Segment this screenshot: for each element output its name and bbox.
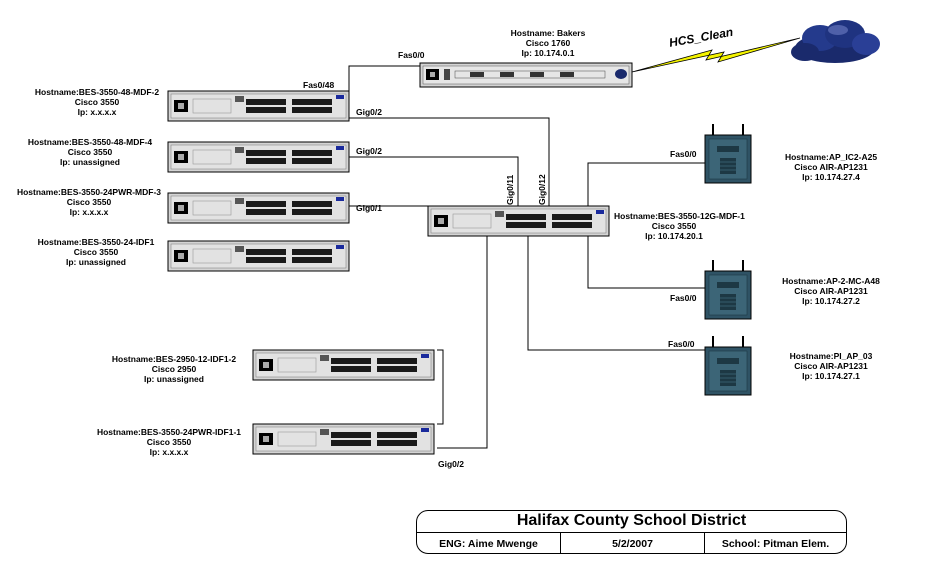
router-label: Hostname: Bakers Cisco 1760 Ip: 10.174.0… <box>508 28 588 58</box>
switch-idf12-label: Hostname:BES-2950-12-IDF1-2 Cisco 2950 I… <box>104 354 244 384</box>
port-mdf3-gig: Gig0/1 <box>356 203 382 213</box>
switch-hostname: Hostname:BES-3550-48-MDF-2 <box>34 87 160 97</box>
link-mdf2-router <box>348 65 428 91</box>
switch-idf11 <box>252 423 435 455</box>
port-core-gig12: Gig0/12 <box>537 174 547 205</box>
link-core-ap2 <box>587 220 705 289</box>
switch-hostname: Hostname:BES-3550-12G-MDF-1 <box>614 211 745 221</box>
switch-mdf2-label: Hostname:BES-3550-48-MDF-2 Cisco 3550 Ip… <box>32 87 162 117</box>
access-point-2 <box>704 259 752 320</box>
switch-mdf2 <box>167 90 350 122</box>
switch-model: Cisco 3550 <box>74 97 120 107</box>
ap3-label: Hostname:PI_AP_03 Cisco AIR-AP1231 Ip: 1… <box>776 351 886 381</box>
ap1-label: Hostname:AP_IC2-A25 Cisco AIR-AP1231 Ip:… <box>776 152 886 182</box>
switch-idf1 <box>167 240 350 272</box>
switch-mdf4-label: Hostname:BES-3550-48-MDF-4 Cisco 3550 Ip… <box>20 137 160 167</box>
switch-hostname: Hostname:BES-3550-48-MDF-4 <box>27 137 153 147</box>
port-ap1-fas: Fas0/0 <box>670 149 697 159</box>
switch-core-label: Hostname:BES-3550-12G-MDF-1 Cisco 3550 I… <box>614 211 745 241</box>
connection-lines <box>348 65 705 449</box>
wan-lightning-icon <box>631 37 801 73</box>
port-idf-gig: Gig0/2 <box>438 459 464 469</box>
switch-hostname: Hostname:BES-2950-12-IDF1-2 <box>111 354 237 364</box>
switch-hostname: Hostname:BES-3550-24PWR-MDF-3 <box>16 187 162 197</box>
port-mdf2-fas48: Fas0/48 <box>303 80 335 90</box>
link-core-idf11 <box>437 236 488 449</box>
ap-hostname: Hostname:AP-2-MC-A48 <box>782 276 880 286</box>
switch-ip: Ip: unassigned <box>144 374 204 384</box>
port-router-fas: Fas0/0 <box>398 50 425 60</box>
ap-model: Cisco AIR-AP1231 <box>794 162 868 172</box>
switch-model: Cisco 3550 <box>73 247 119 257</box>
cloud-icon <box>791 20 880 63</box>
port-mdf2-gig: Gig0/2 <box>356 107 382 117</box>
switch-idf1-label: Hostname:BES-3550-24-IDF1 Cisco 3550 Ip:… <box>30 237 162 267</box>
switch-idf12 <box>252 349 435 381</box>
switch-ip: Ip: x.x.x.x <box>69 207 109 217</box>
ap-ip: Ip: 10.174.27.1 <box>802 371 860 381</box>
switch-mdf4 <box>167 141 350 173</box>
switch-ip: Ip: x.x.x.x <box>149 447 189 457</box>
access-point-1 <box>704 123 752 184</box>
switch-model: Cisco 2950 <box>151 364 197 374</box>
ap-ip: Ip: 10.174.27.2 <box>802 296 860 306</box>
switch-model: Cisco 3550 <box>146 437 192 447</box>
access-point-3 <box>704 335 752 396</box>
ap-hostname: Hostname:PI_AP_03 <box>789 351 873 361</box>
switch-hostname: Hostname:BES-3550-24-IDF1 <box>37 237 155 247</box>
switch-core <box>427 205 610 237</box>
switch-ip: Ip: x.x.x.x <box>77 107 117 117</box>
router-device <box>419 62 633 88</box>
switch-model: Cisco 3550 <box>67 147 113 157</box>
switch-model: Cisco 3550 <box>66 197 112 207</box>
switch-model: Cisco 3550 <box>651 221 697 231</box>
router-model: Cisco 1760 <box>525 38 571 48</box>
switch-mdf3 <box>167 192 350 224</box>
district-title: Halifax County School District <box>516 512 747 529</box>
switch-hostname: Hostname:BES-3550-24PWR-IDF1-1 <box>96 427 242 437</box>
switch-mdf3-label: Hostname:BES-3550-24PWR-MDF-3 Cisco 3550… <box>14 187 164 217</box>
engineer-field: ENG: Aime Mwenge <box>417 533 561 554</box>
school-field: School: Pitman Elem. <box>721 537 830 550</box>
ap-model: Cisco AIR-AP1231 <box>794 361 868 371</box>
switch-ip: Ip: 10.174.20.1 <box>645 231 703 241</box>
link-mdf2-core <box>349 117 550 210</box>
switch-ip: Ip: unassigned <box>60 157 120 167</box>
port-ap2-fas: Fas0/0 <box>670 293 697 303</box>
ap-hostname: Hostname:AP_IC2-A25 <box>784 152 878 162</box>
ap-model: Cisco AIR-AP1231 <box>794 286 868 296</box>
switch-ip: Ip: unassigned <box>66 257 126 267</box>
link-idf12-idf11 <box>437 349 444 425</box>
ap2-label: Hostname:AP-2-MC-A48 Cisco AIR-AP1231 Ip… <box>776 276 886 306</box>
port-mdf4-gig: Gig0/2 <box>356 146 382 156</box>
date-field: 5/2/2007 <box>561 533 705 554</box>
port-core-gig11: Gig0/11 <box>505 174 515 205</box>
link-mdf4-core <box>349 156 519 210</box>
link-core-ap3 <box>527 236 705 351</box>
title-block: Halifax County School District ENG: Aime… <box>416 510 847 554</box>
router-hostname: Hostname: Bakers <box>510 28 586 38</box>
port-ap3-fas: Fas0/0 <box>668 339 695 349</box>
ap-ip: Ip: 10.174.27.4 <box>802 172 860 182</box>
switch-idf11-label: Hostname:BES-3550-24PWR-IDF1-1 Cisco 355… <box>94 427 244 457</box>
router-ip: Ip: 10.174.0.1 <box>521 48 575 58</box>
title-block-row: ENG: Aime Mwenge 5/2/2007 School: Pitman… <box>417 532 846 554</box>
